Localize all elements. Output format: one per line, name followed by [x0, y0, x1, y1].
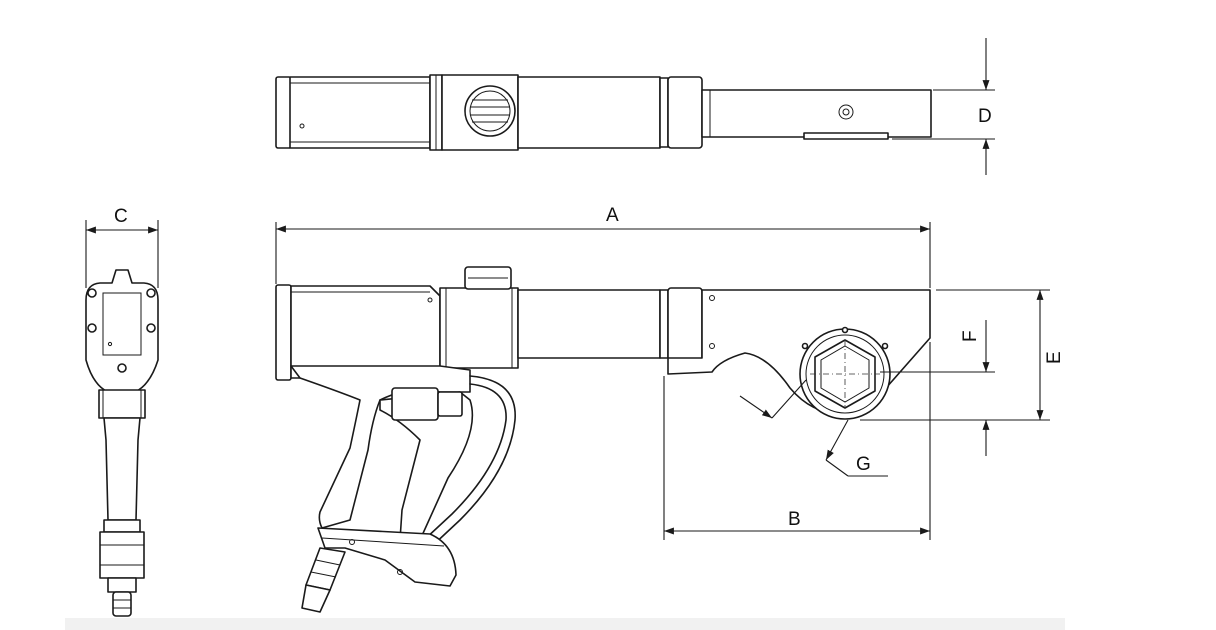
label-b: B: [788, 509, 801, 530]
label-g: G: [856, 454, 871, 475]
dimension-g: G: [739, 379, 888, 477]
selector-knob: [464, 85, 516, 137]
label-d: D: [978, 106, 992, 127]
label-a: A: [606, 205, 619, 226]
side-view: [275, 266, 703, 613]
dimension-a: A: [275, 205, 931, 288]
wrench-head: [667, 289, 931, 420]
footer-band: [65, 618, 1065, 630]
dimension-c: C: [85, 206, 159, 288]
dimension-f: F: [880, 320, 995, 456]
dimension-e: E: [860, 289, 1065, 421]
end-view: [85, 269, 159, 617]
label-c: C: [114, 206, 128, 227]
label-e: E: [1044, 351, 1065, 364]
top-view: [275, 74, 932, 151]
dimension-b: B: [663, 342, 931, 540]
dimension-d: D: [892, 38, 995, 175]
label-f: F: [960, 330, 981, 342]
